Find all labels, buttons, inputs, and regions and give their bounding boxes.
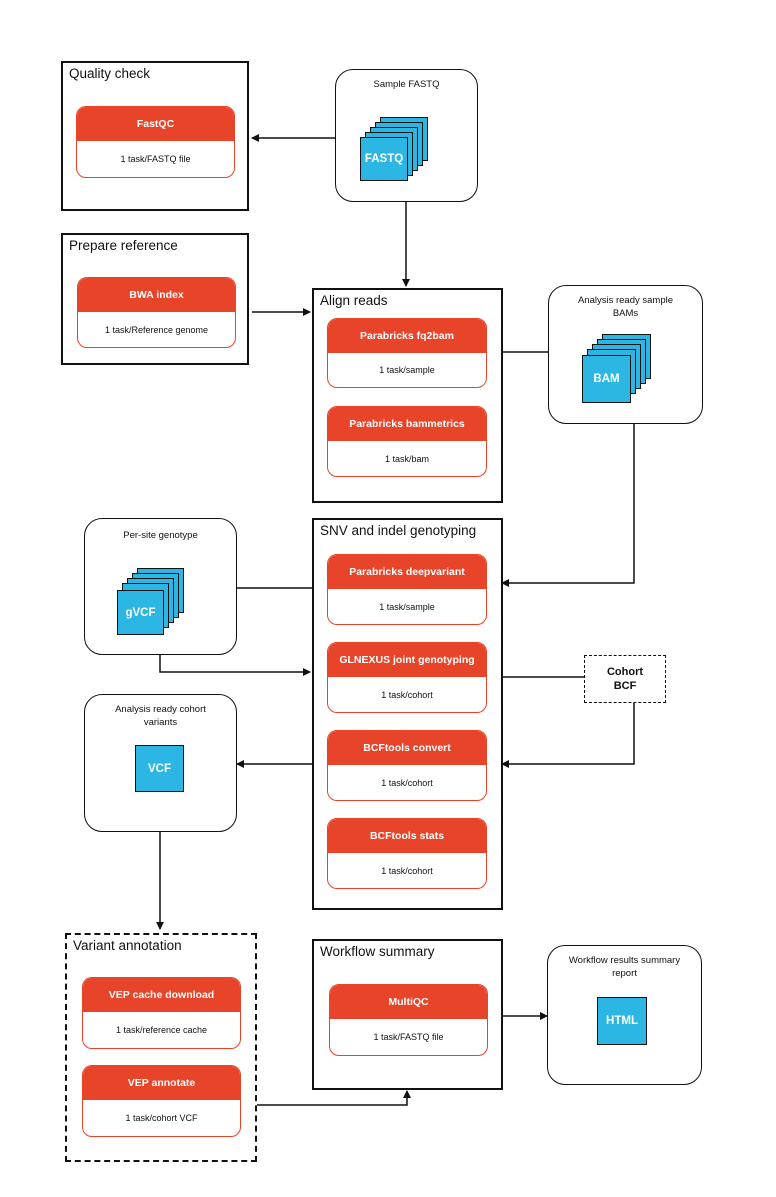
task-scope: 1 task/FASTQ file	[373, 1032, 444, 1042]
fastq-file-icon: FASTQ	[360, 137, 408, 181]
task-scope: 1 task/cohort	[381, 777, 433, 788]
data-title: Analysis ready cohort variants	[115, 704, 206, 728]
task-scope: 1 task/sample	[379, 365, 435, 375]
arrow-bams-to-snv	[501, 424, 635, 587]
task-fastqc[interactable]: FastQC 1 task/FASTQ file	[76, 106, 235, 178]
group-title: Prepare reference	[69, 238, 178, 253]
data-title: Analysis ready sample BAMs	[577, 295, 674, 319]
task-scope: 1 task/cohort VCF	[125, 1113, 198, 1123]
task-bcftools-stats[interactable]: BCFtools stats 1 task/cohort	[327, 818, 487, 889]
task-name: Parabricks bammetrics	[328, 407, 486, 441]
cohort-bcf-box[interactable]: Cohort BCF	[584, 655, 666, 703]
file-label: VCF	[148, 762, 171, 775]
task-name: MultiQC	[330, 985, 487, 1019]
task-bcftools-convert[interactable]: BCFtools convert 1 task/cohort	[327, 730, 487, 801]
data-title: Sample FASTQ	[373, 79, 440, 90]
task-name: VEP cache download	[83, 978, 240, 1012]
task-scope: 1 task/cohort	[381, 865, 433, 876]
file-label: BAM	[593, 373, 620, 385]
task-fq2bam[interactable]: Parabricks fq2bam 1 task/sample	[327, 318, 487, 388]
file-label: gVCF	[125, 606, 156, 619]
task-name: BWA index	[78, 278, 235, 312]
task-name: VEP annotate	[83, 1066, 240, 1100]
task-bwa-index[interactable]: BWA index 1 task/Reference genome	[77, 277, 236, 348]
group-title: SNV and indel genotyping	[320, 523, 477, 538]
task-name: BCFtools stats	[328, 819, 486, 853]
task-scope: 1 task/sample	[379, 601, 435, 612]
file-label: FASTQ	[364, 153, 404, 165]
vcf-file-icon: VCF	[135, 745, 184, 792]
task-scope: 1 task/cohort	[381, 689, 433, 700]
data-title: Per-site genotype	[123, 530, 198, 541]
task-name: BCFtools convert	[328, 731, 486, 765]
task-name: Parabricks fq2bam	[328, 319, 486, 353]
data-title: Workflow results summary report	[568, 955, 681, 979]
cohort-line-2: BCF	[613, 680, 637, 692]
task-scope: 1 task/FASTQ file	[120, 154, 191, 164]
bam-file-icon: BAM	[582, 355, 631, 403]
file-label: HTML	[606, 1015, 638, 1027]
group-title: Align reads	[320, 293, 388, 308]
task-bammetrics[interactable]: Parabricks bammetrics 1 task/bam	[327, 406, 487, 477]
html-file-icon: HTML	[597, 997, 647, 1045]
task-vep-annotate[interactable]: VEP annotate 1 task/cohort VCF	[82, 1065, 241, 1137]
arrow-annotation-to-summary	[257, 1090, 411, 1106]
task-name: GLNEXUS joint genotyping	[328, 643, 486, 677]
arrow-gvcf-to-glnexus	[159, 655, 311, 676]
task-scope: 1 task/Reference genome	[104, 324, 209, 335]
task-glnexus[interactable]: GLNEXUS joint genotyping 1 task/cohort	[327, 642, 487, 713]
task-scope: 1 task/bam	[384, 453, 430, 464]
task-name: Parabricks deepvariant	[328, 555, 486, 589]
gvcf-file-icon: gVCF	[117, 590, 164, 635]
group-title: Variant annotation	[73, 938, 182, 953]
task-vep-cache[interactable]: VEP cache download 1 task/reference cach…	[82, 977, 241, 1049]
arrow-cohort-to-convert	[501, 703, 635, 768]
cohort-line-1: Cohort	[606, 666, 644, 678]
task-deepvariant[interactable]: Parabricks deepvariant 1 task/sample	[327, 554, 487, 625]
task-multiqc[interactable]: MultiQC 1 task/FASTQ file	[329, 984, 488, 1056]
task-scope: 1 task/reference cache	[115, 1025, 208, 1035]
task-name: FastQC	[77, 107, 234, 141]
group-title: Workflow summary	[320, 944, 435, 959]
group-title: Quality check	[69, 66, 151, 81]
